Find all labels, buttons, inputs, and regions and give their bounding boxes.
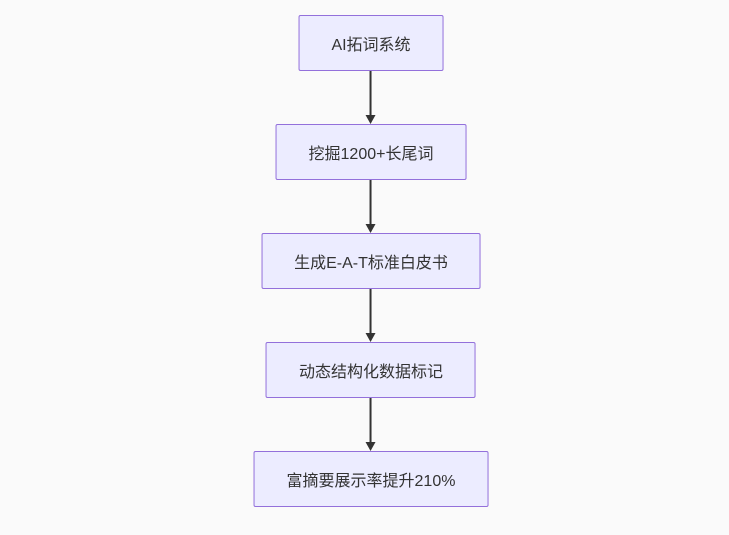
arrow-line [370, 289, 372, 333]
arrow-connector-2 [366, 180, 376, 233]
arrow-connector-3 [366, 289, 376, 342]
arrow-down-icon [366, 442, 376, 451]
arrow-down-icon [366, 224, 376, 233]
arrow-down-icon [366, 115, 376, 124]
flow-node-ai-keyword-system: AI拓词系统 [298, 15, 444, 71]
flow-node-label: 生成E-A-T标准白皮书 [294, 255, 448, 272]
flow-node-rich-snippet-result: 富摘要展示率提升210% [253, 451, 489, 507]
arrow-connector-4 [366, 398, 376, 451]
flow-node-eat-whitepaper: 生成E-A-T标准白皮书 [261, 233, 481, 289]
flow-node-label: 挖掘1200+长尾词 [308, 146, 434, 163]
flow-node-label: 动态结构化数据标记 [298, 364, 443, 381]
arrow-down-icon [366, 333, 376, 342]
flowchart: AI拓词系统 挖掘1200+长尾词 生成E-A-T标准白皮书 动态结构化数据标记 [253, 15, 489, 507]
flow-node-label: AI拓词系统 [331, 37, 411, 54]
flow-node-label: 富摘要展示率提升210% [286, 473, 456, 490]
arrow-line [370, 71, 372, 115]
arrow-line [370, 180, 372, 224]
flow-node-longtail-mining: 挖掘1200+长尾词 [275, 124, 467, 180]
arrow-connector-1 [366, 71, 376, 124]
flow-node-structured-data: 动态结构化数据标记 [265, 342, 476, 398]
arrow-line [370, 398, 372, 442]
